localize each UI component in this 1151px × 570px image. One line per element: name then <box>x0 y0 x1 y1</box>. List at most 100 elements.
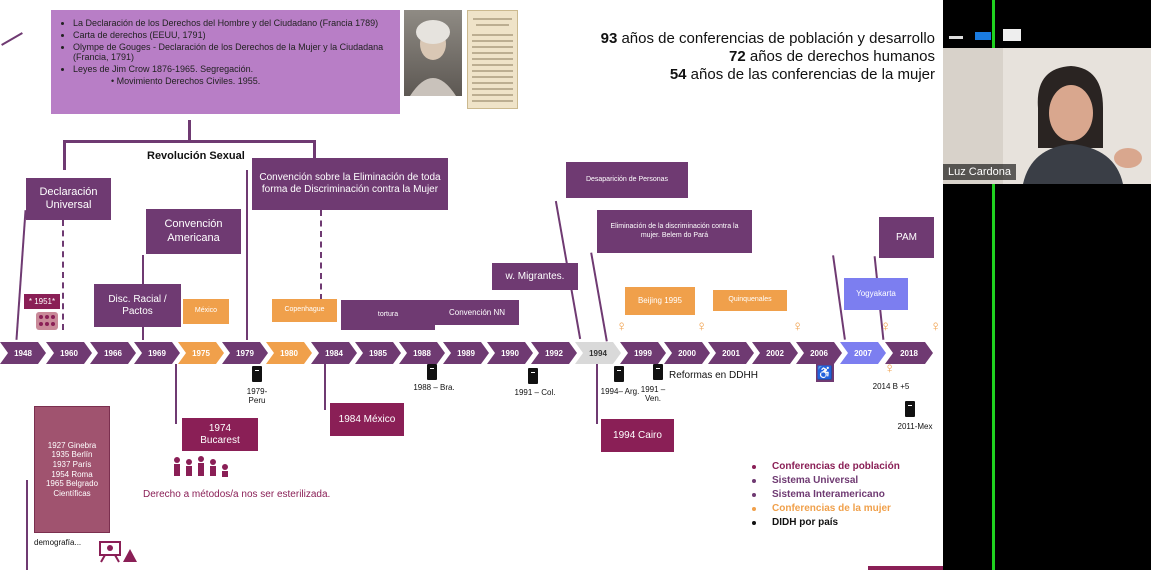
venus-icon: ♀ <box>616 318 628 335</box>
quinquenales-box: Quinquenales <box>713 290 787 311</box>
history-note-item: La Declaración de los Derechos del Hombr… <box>73 18 392 28</box>
history-note-subitem: • Movimiento Derechos Civiles. 1955. <box>111 76 261 86</box>
legend-bullet-icon <box>752 479 756 483</box>
legend-bullet-icon <box>752 493 756 497</box>
venus-icon: ♀ <box>884 360 896 377</box>
diagonal-line <box>1 32 23 46</box>
participant-video[interactable]: Luz Cardona <box>943 48 1151 184</box>
dashed-line <box>62 220 64 330</box>
statistics-summary: 93 años de conferencias de población y d… <box>600 30 935 83</box>
mexico-1984-box: 1984 México <box>330 403 404 436</box>
legend-bullet-icon <box>752 521 756 525</box>
peru-label: 1979- Peru <box>246 387 268 405</box>
timeline-year-1985: 1985 <box>355 342 401 364</box>
fullscreen-icon[interactable] <box>1003 29 1021 41</box>
bracket-left <box>63 140 66 170</box>
mexico-2011-label: 2011-Mex <box>897 422 933 431</box>
timeline-year-1992: 1992 <box>531 342 577 364</box>
demografia-label: demografía... <box>34 538 82 547</box>
tortura-box: tortura <box>341 300 435 330</box>
timeline-year-1988: 1988 <box>399 342 445 364</box>
timeline-year-1980: 1980 <box>266 342 312 364</box>
connector-line <box>15 210 27 340</box>
connector-line <box>590 252 608 342</box>
video-controls <box>943 26 1151 48</box>
reformas-label: Reformas en DDHH <box>669 370 758 381</box>
book-icon <box>905 401 915 417</box>
mexico-conference-box: México <box>183 299 229 324</box>
timeline-year-2002: 2002 <box>752 342 798 364</box>
timeline-year-1975: 1975 <box>178 342 224 364</box>
timeline-year-2018: 2018 <box>885 342 933 364</box>
timeline-year-1999: 1999 <box>620 342 666 364</box>
scientific-conference-item: 1937 París <box>52 459 92 469</box>
history-notes-box: La Declaración de los Derechos del Hombr… <box>51 10 400 114</box>
venus-icon: ♀ <box>792 318 804 335</box>
venezuela-label: 1991 – Ven. <box>640 385 666 403</box>
window-divider <box>992 0 995 570</box>
timeline-year-2001: 2001 <box>708 342 754 364</box>
book-icon <box>653 364 663 380</box>
olympe-portrait-image <box>404 10 462 96</box>
legend-label: Sistema Universal <box>772 475 859 486</box>
pills-icon <box>36 312 58 330</box>
history-notes-list: La Declaración de los Derechos del Hombr… <box>61 18 392 86</box>
convencion-americana-box: Convención Americana <box>146 209 241 254</box>
history-note-item: Olympe de Gouges - Declaración de los De… <box>73 42 392 62</box>
connector-line <box>324 364 326 410</box>
legend-item: Sistema Universal <box>752 474 900 488</box>
family-icon <box>171 455 233 488</box>
minimize-icon[interactable] <box>949 36 963 39</box>
timeline-year-1948: 1948 <box>0 342 46 364</box>
pam-box: PAM <box>879 217 934 258</box>
legend-label: DIDH por país <box>772 517 839 528</box>
bracket-stem <box>188 120 191 142</box>
venus-icon: ♀ <box>696 318 708 335</box>
scientific-conference-item: Científicas <box>53 488 91 498</box>
book-icon <box>252 366 262 382</box>
timeline-year-2006: 2006 <box>796 342 842 364</box>
belem-do-para-box: Eliminación de la discriminación contra … <box>597 210 752 253</box>
b5-label: 2014 B +5 <box>872 382 910 391</box>
presentation-chart-icon <box>99 541 139 568</box>
participant-name: Luz Cardona <box>943 164 1016 180</box>
colombia-label: 1991 – Col. <box>514 388 556 397</box>
legend-label: Conferencias de población <box>772 461 900 472</box>
bucarest-box: 1974 Bucarest <box>182 418 258 451</box>
scientific-conference-item: 1927 Ginebra <box>47 440 97 450</box>
timeline-year-1990: 1990 <box>487 342 533 364</box>
legend-bullet-icon <box>752 465 756 469</box>
scientific-conference-item: 1954 Roma <box>51 469 93 479</box>
book-icon <box>614 366 624 382</box>
legend-label: Conferencias de la mujer <box>772 503 891 514</box>
timeline-year-2007: 2007 <box>840 342 886 364</box>
legend-item: Sistema Interamericano <box>752 488 900 502</box>
legend-item: Conferencias de población <box>752 460 900 474</box>
beijing-box: Beijing 1995 <box>625 287 695 315</box>
timeline-year-1960: 1960 <box>46 342 92 364</box>
book-icon <box>528 368 538 384</box>
active-view-icon[interactable] <box>975 32 991 40</box>
declaration-document-image <box>467 10 518 109</box>
connector-line <box>26 480 28 570</box>
disc-racial-box: Disc. Racial / Pactos <box>94 284 181 327</box>
scientific-conference-item: 1935 Berlín <box>51 450 93 460</box>
cairo-box: 1994 Cairo <box>601 419 674 452</box>
brazil-label: 1988 – Bra. <box>413 383 455 392</box>
legend-bullet-icon <box>752 507 756 511</box>
book-icon <box>427 364 437 380</box>
timeline-year-1969: 1969 <box>134 342 180 364</box>
desaparicion-box: Desaparición de Personas <box>566 162 688 198</box>
connector-line <box>175 364 177 424</box>
timeline-year-1966: 1966 <box>90 342 136 364</box>
connector-line <box>596 364 598 424</box>
bracket-right <box>313 140 316 170</box>
cedaw-box: Convención sobre la Eliminación de toda … <box>252 158 448 210</box>
year-1951-label: * 1951* <box>24 294 60 309</box>
revolucion-sexual-label: Revolución Sexual <box>147 150 245 162</box>
dashed-line <box>320 210 322 300</box>
migrantes-box: w. Migrantes. <box>492 263 578 290</box>
